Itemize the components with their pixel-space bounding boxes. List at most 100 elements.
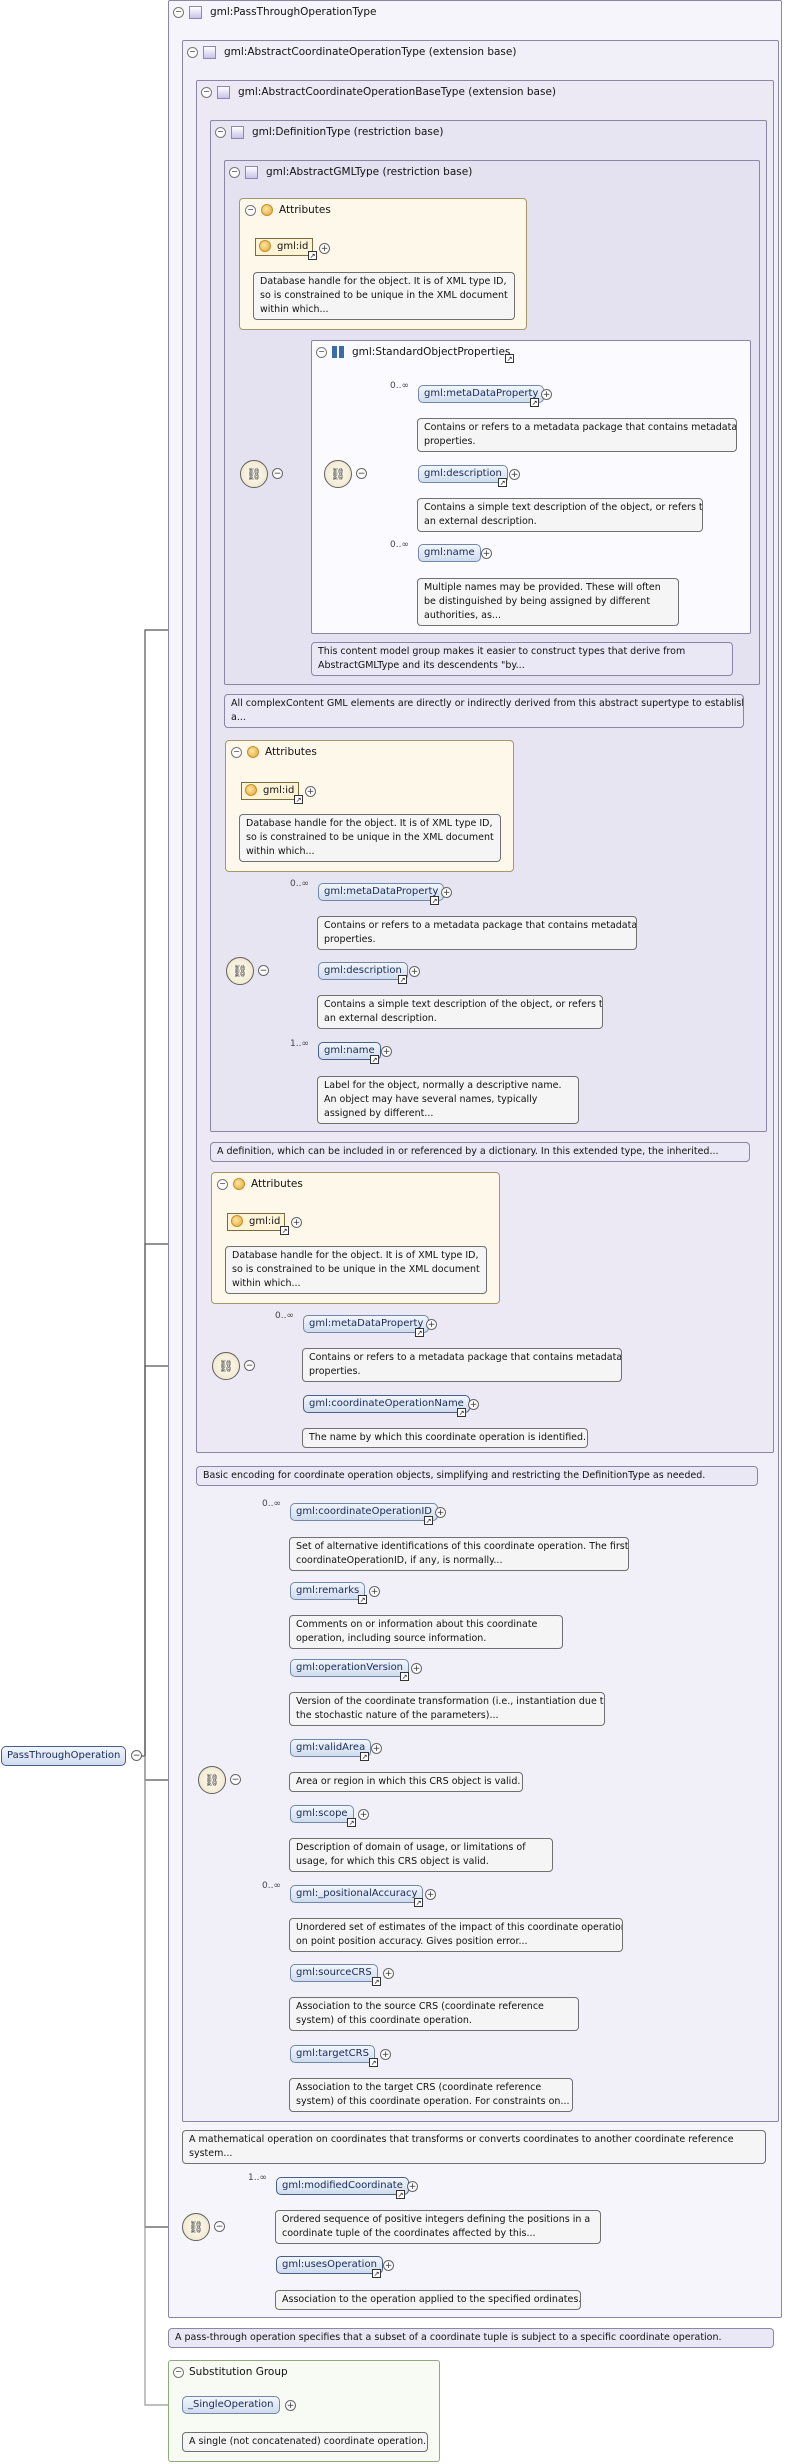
doc-name: Multiple names may be provided. These wi…	[417, 578, 679, 626]
expand-icon[interactable]: +	[481, 548, 492, 559]
collapse-icon[interactable]: −	[187, 46, 198, 58]
collapse-icon[interactable]: −	[316, 346, 327, 358]
expand-icon[interactable]: +	[541, 389, 552, 400]
expand-icon[interactable]: +	[305, 786, 316, 797]
collapse-icon[interactable]: −	[231, 746, 242, 758]
link-icon[interactable]: ↗	[396, 2190, 405, 2199]
expand-icon[interactable]: +	[291, 1217, 302, 1228]
type-title: gml:AbstractGMLType (restriction base)	[266, 166, 473, 178]
element-target-crs[interactable]: gml:targetCRS	[290, 2045, 375, 2063]
link-icon[interactable]: ↗	[505, 354, 514, 363]
attributes-label: Attributes	[279, 204, 331, 216]
collapse-icon[interactable]: −	[215, 126, 226, 138]
expand-icon[interactable]: +	[435, 1507, 446, 1518]
link-icon[interactable]: ↗	[360, 1752, 369, 1761]
collapse-icon[interactable]: −	[230, 1774, 241, 1785]
expand-icon[interactable]: +	[441, 887, 452, 898]
attribute-id[interactable]: gml:id	[241, 782, 300, 800]
link-icon[interactable]: ↗	[415, 1328, 424, 1337]
link-icon[interactable]: ↗	[398, 975, 407, 984]
link-icon[interactable]: ↗	[430, 896, 439, 905]
expand-icon[interactable]: +	[381, 1046, 392, 1057]
expand-icon[interactable]: +	[285, 2400, 296, 2411]
cardinality: 0..∞	[290, 879, 309, 889]
element-operation-version[interactable]: gml:operationVersion	[290, 1659, 410, 1677]
attribute-id[interactable]: gml:id	[255, 238, 314, 256]
doc-valid-area: Area or region in which this CRS object …	[289, 1772, 523, 1792]
link-icon[interactable]: ↗	[294, 795, 303, 804]
expand-icon[interactable]: +	[425, 1889, 436, 1900]
link-icon[interactable]: ↗	[530, 398, 539, 407]
collapse-icon[interactable]: −	[173, 6, 184, 18]
link-icon[interactable]: ↗	[372, 1977, 381, 1986]
link-icon[interactable]: ↗	[498, 478, 507, 487]
link-icon[interactable]: ↗	[372, 2269, 381, 2278]
collapse-icon[interactable]: −	[217, 1178, 228, 1190]
element-source-crs[interactable]: gml:sourceCRS	[290, 1964, 378, 1982]
collapse-icon[interactable]: −	[229, 166, 240, 178]
expand-icon[interactable]: +	[407, 2181, 418, 2192]
link-icon[interactable]: ↗	[370, 1055, 379, 1064]
expand-icon[interactable]: +	[383, 1968, 394, 1979]
collapse-icon[interactable]: −	[272, 468, 283, 479]
doc-source-crs: Association to the source CRS (coordinat…	[289, 1997, 579, 2031]
attribute-icon	[259, 240, 271, 252]
expand-icon[interactable]: +	[319, 243, 330, 254]
expand-icon[interactable]: +	[426, 1319, 437, 1330]
element-positional-accuracy[interactable]: gml:_positionalAccuracy	[290, 1885, 424, 1903]
element-remarks[interactable]: gml:remarks	[290, 1582, 366, 1600]
element-metadata-property[interactable]: gml:metaDataProperty	[303, 1315, 430, 1333]
element-single-operation[interactable]: _SingleOperation	[182, 2396, 280, 2414]
element-coordinate-operation-name[interactable]: gml:coordinateOperationName	[303, 1395, 470, 1413]
link-icon[interactable]: ↗	[308, 251, 317, 260]
collapse-icon[interactable]: −	[173, 2366, 184, 2378]
attribute-id-label: gml:id	[249, 1216, 281, 1227]
link-icon[interactable]: ↗	[457, 1408, 466, 1417]
expand-icon[interactable]: +	[409, 966, 420, 977]
element-metadata-property[interactable]: gml:metaDataProperty	[318, 883, 445, 901]
link-icon[interactable]: ↗	[358, 1595, 367, 1604]
element-valid-area[interactable]: gml:validArea	[290, 1739, 372, 1757]
collapse-icon[interactable]: −	[244, 1360, 255, 1371]
expand-icon[interactable]: +	[371, 1743, 382, 1754]
doc-metadata-property: Contains or refers to a metadata package…	[302, 1348, 622, 1382]
attribute-id[interactable]: gml:id	[227, 1213, 286, 1231]
link-icon[interactable]: ↗	[424, 1516, 433, 1525]
element-description[interactable]: gml:description	[318, 962, 408, 980]
sequence-icon: ⛓	[212, 1352, 240, 1380]
expand-icon[interactable]: +	[358, 1809, 369, 1820]
doc-target-crs: Association to the target CRS (coordinat…	[289, 2078, 573, 2112]
root-expand-icon[interactable]: −	[131, 1750, 142, 1761]
element-name[interactable]: gml:name	[418, 544, 481, 562]
link-icon[interactable]: ↗	[414, 1898, 423, 1907]
expand-icon[interactable]: +	[383, 2260, 394, 2271]
complex-type-icon	[203, 45, 216, 59]
link-icon[interactable]: ↗	[400, 1672, 409, 1681]
element-name[interactable]: gml:name	[318, 1042, 381, 1060]
expand-icon[interactable]: +	[509, 469, 520, 480]
expand-icon[interactable]: +	[369, 1586, 380, 1597]
element-modified-coordinate[interactable]: gml:modifiedCoordinate	[276, 2177, 409, 2195]
sequence-icon: ⛓	[226, 957, 254, 985]
element-scope[interactable]: gml:scope	[290, 1805, 354, 1823]
doc-name: Label for the object, normally a descrip…	[317, 1076, 579, 1124]
doc-abstract-gml: All complexContent GML elements are dire…	[224, 694, 744, 728]
collapse-icon[interactable]: −	[201, 86, 212, 98]
attribute-id-label: gml:id	[277, 241, 309, 252]
collapse-icon[interactable]: −	[245, 204, 256, 216]
link-icon[interactable]: ↗	[369, 2058, 378, 2067]
link-icon[interactable]: ↗	[280, 1226, 289, 1235]
collapse-icon[interactable]: −	[258, 965, 269, 976]
collapse-icon[interactable]: −	[214, 2221, 225, 2232]
expand-icon[interactable]: +	[380, 2049, 391, 2060]
expand-icon[interactable]: +	[411, 1663, 422, 1674]
element-uses-operation[interactable]: gml:usesOperation	[276, 2256, 383, 2274]
root-element[interactable]: PassThroughOperation	[1, 1746, 126, 1766]
complex-type-icon	[231, 125, 244, 139]
collapse-icon[interactable]: −	[356, 468, 367, 479]
element-metadata-property[interactable]: gml:metaDataProperty	[418, 385, 545, 403]
link-icon[interactable]: ↗	[347, 1818, 356, 1827]
expand-icon[interactable]: +	[468, 1399, 479, 1410]
element-coordinate-operation-id[interactable]: gml:coordinateOperationID	[290, 1503, 438, 1521]
element-description[interactable]: gml:description	[418, 465, 508, 483]
